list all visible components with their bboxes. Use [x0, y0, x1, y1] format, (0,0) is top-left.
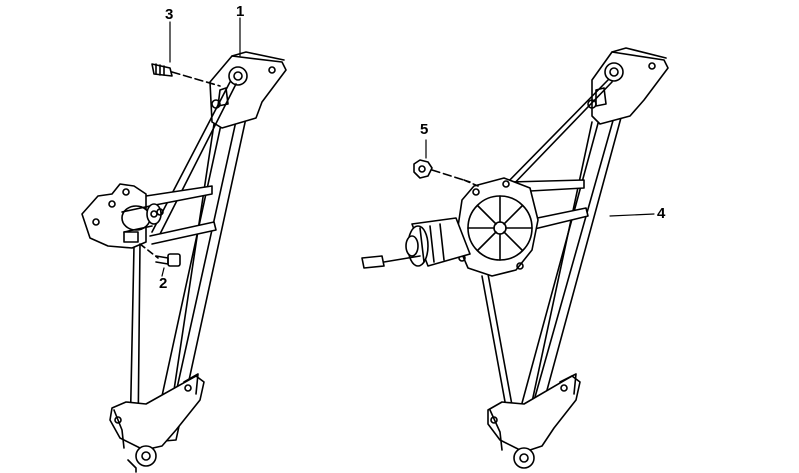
bolt-motor — [361, 255, 421, 269]
left-window-regulator — [81, 17, 287, 473]
nut-5 — [413, 159, 471, 183]
callout-3: 3 — [165, 6, 174, 23]
callout-4: 4 — [657, 205, 666, 222]
right-window-regulator — [361, 47, 669, 469]
bolt-2 — [139, 243, 181, 267]
callout-2: 2 — [159, 275, 168, 292]
bolt-3 — [151, 63, 221, 87]
callout-5: 5 — [420, 121, 429, 138]
callout-1: 1 — [236, 3, 245, 20]
